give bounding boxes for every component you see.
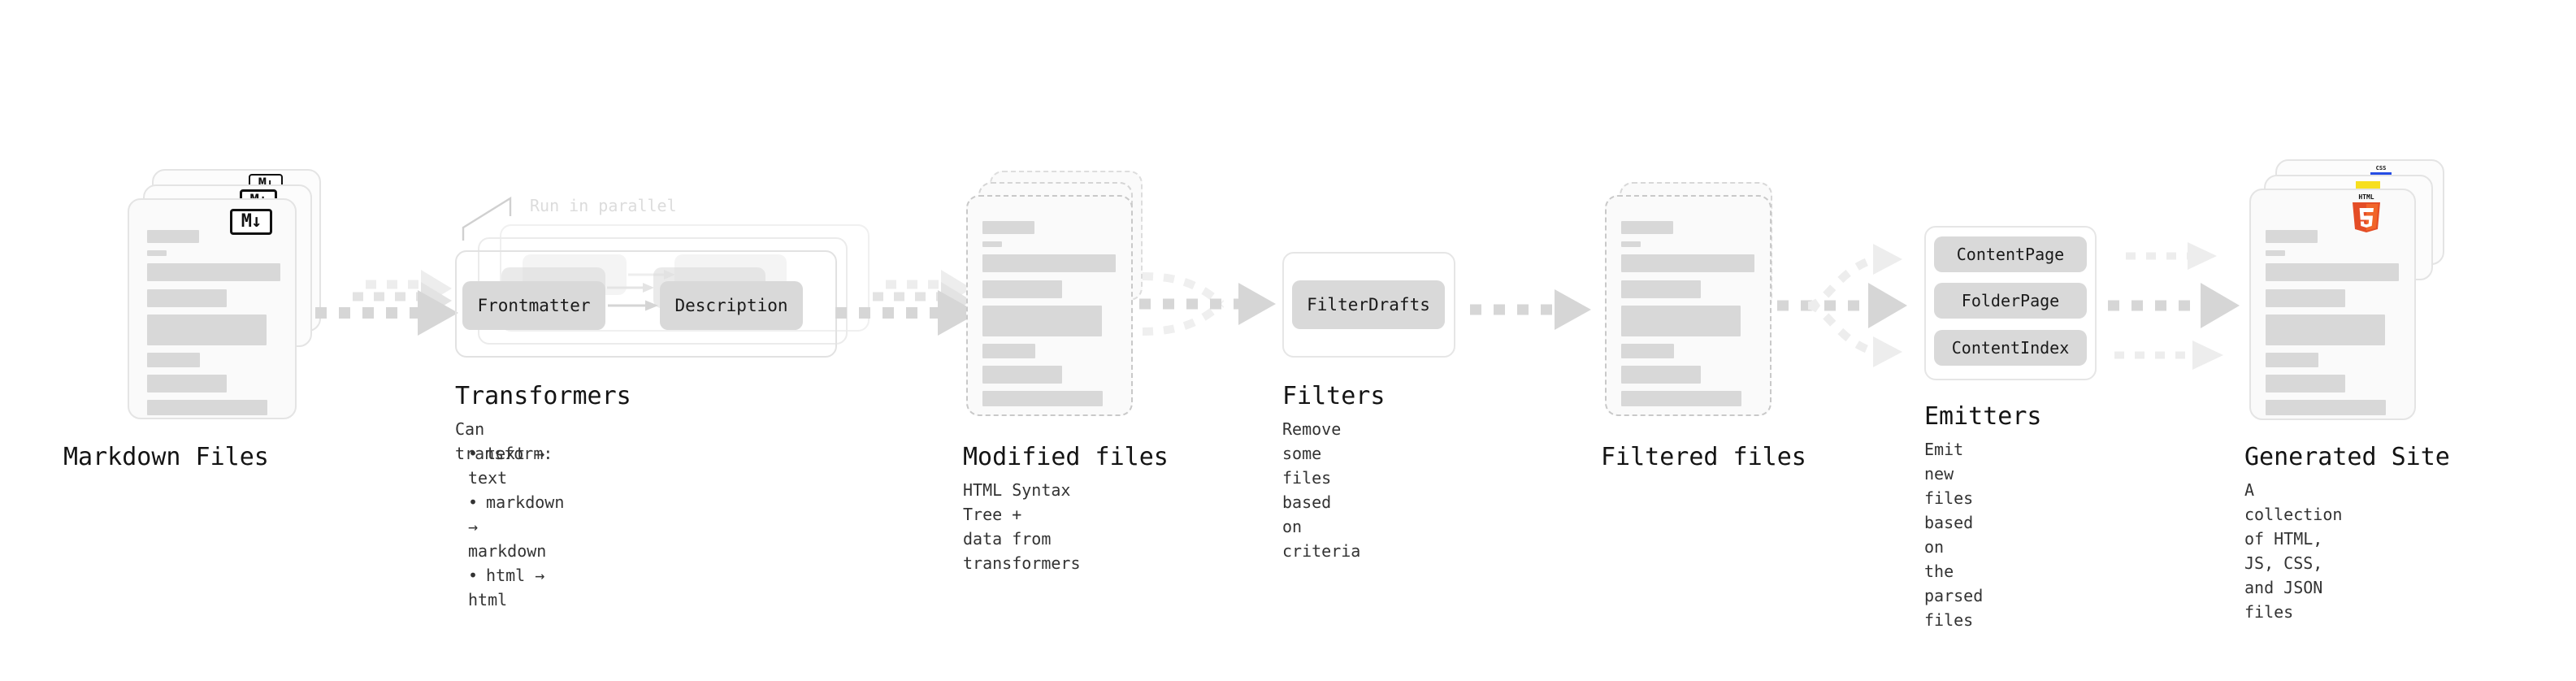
skeleton-bar [1621, 366, 1701, 384]
skeleton-bar [147, 289, 227, 307]
skeleton-bar [2266, 263, 2399, 281]
list-item: html → html [468, 563, 564, 612]
emitter-pill-contentpage[interactable]: ContentPage [1934, 236, 2087, 272]
skeleton-bar [982, 391, 1103, 406]
stage-title-modified: Modified files [963, 443, 1169, 471]
stage-title-emitters: Emitters [1924, 402, 2042, 431]
skeleton-bar [982, 241, 1002, 247]
modified-card-front [966, 195, 1133, 416]
filter-pill-filterdrafts[interactable]: FilterDrafts [1292, 280, 1445, 329]
skeleton-bar [1621, 241, 1641, 247]
skeleton-bar [2266, 375, 2345, 393]
svg-text:HTML: HTML [2358, 193, 2374, 201]
html5-icon: HTML [2353, 193, 2380, 232]
transformer-arrow-front [608, 300, 658, 311]
generated-site-subtitle: A collection of HTML, JS, CSS, and JSON … [2244, 480, 2343, 622]
transformer-pill-frontmatter[interactable]: Frontmatter [462, 281, 605, 330]
skeleton-bar [147, 263, 280, 281]
run-in-parallel-bracket [462, 196, 512, 241]
skeleton-bar [982, 306, 1102, 336]
skeleton-bar [147, 230, 199, 243]
skeleton-bar [982, 280, 1062, 298]
skeleton-bar [147, 314, 267, 345]
css-icon-label: CSS [2375, 165, 2387, 171]
transformer-pill-description[interactable]: Description [660, 281, 803, 330]
transformer-group-back [500, 224, 870, 332]
skeleton-bar [1621, 391, 1741, 406]
emitter-pill-contentindex[interactable]: ContentIndex [1934, 330, 2087, 366]
list-item: text → text [468, 441, 564, 490]
skeleton-bar [147, 353, 200, 367]
filters-subtitle: Remove some files based on criteria [1282, 419, 1361, 561]
skeleton-bar [2266, 314, 2385, 345]
transformer-group-front [455, 250, 837, 358]
stage-title-markdown: Markdown Files [63, 443, 269, 471]
skeleton-bar [2266, 250, 2285, 256]
skeleton-bar [982, 221, 1034, 234]
markdown-card-front [128, 198, 297, 419]
skeleton-bar [1621, 306, 1741, 336]
skeleton-bar [2266, 289, 2345, 307]
stage-title-generated-site: Generated Site [2244, 443, 2450, 471]
skeleton-bar [982, 344, 1035, 358]
connector-filtered-to-emitters [1776, 236, 1938, 374]
skeleton-bar [982, 254, 1116, 272]
skeleton-bar [2266, 353, 2318, 367]
css-icon: CSS [2370, 163, 2392, 177]
stage-title-filtered: Filtered files [1601, 443, 1806, 471]
skeleton-bar [1621, 221, 1673, 234]
skeleton-bar [2266, 400, 2386, 415]
list-item: markdown → markdown [468, 490, 564, 563]
stage-title-transformers: Transformers [455, 382, 631, 410]
skeleton-bar [147, 400, 267, 415]
transformer-arrow-mid [607, 283, 654, 293]
connector-markdown-to-transformers [307, 267, 470, 352]
skeleton-bar [1621, 344, 1674, 358]
skeleton-bar [147, 250, 167, 256]
skeleton-bar [147, 375, 227, 393]
emitter-pill-folderpage[interactable]: FolderPage [1934, 283, 2087, 319]
site-card-front [2249, 189, 2416, 420]
modified-subtitle: HTML Syntax Tree + data from transformer… [963, 480, 1081, 573]
connector-emitters-to-site [2106, 236, 2269, 374]
run-in-parallel-label: Run in parallel [530, 196, 677, 215]
markdown-icon-front: M↓ [230, 209, 272, 235]
css-icon-bar [2370, 172, 2392, 175]
filtered-card-front [1605, 195, 1772, 416]
skeleton-bar [1621, 280, 1701, 298]
skeleton-bar [1621, 254, 1754, 272]
connector-filters-to-filtered [1467, 286, 1605, 335]
transformers-bullet-list: text → text markdown → markdown html → h… [455, 441, 564, 612]
skeleton-bar [982, 366, 1062, 384]
connector-transformers-to-modified [827, 267, 990, 352]
stage-title-filters: Filters [1282, 382, 1386, 410]
skeleton-bar [2266, 230, 2318, 243]
emitters-subtitle: Emit new files based on the parsed files [1924, 440, 1984, 630]
connector-modified-to-filters [1136, 262, 1299, 351]
